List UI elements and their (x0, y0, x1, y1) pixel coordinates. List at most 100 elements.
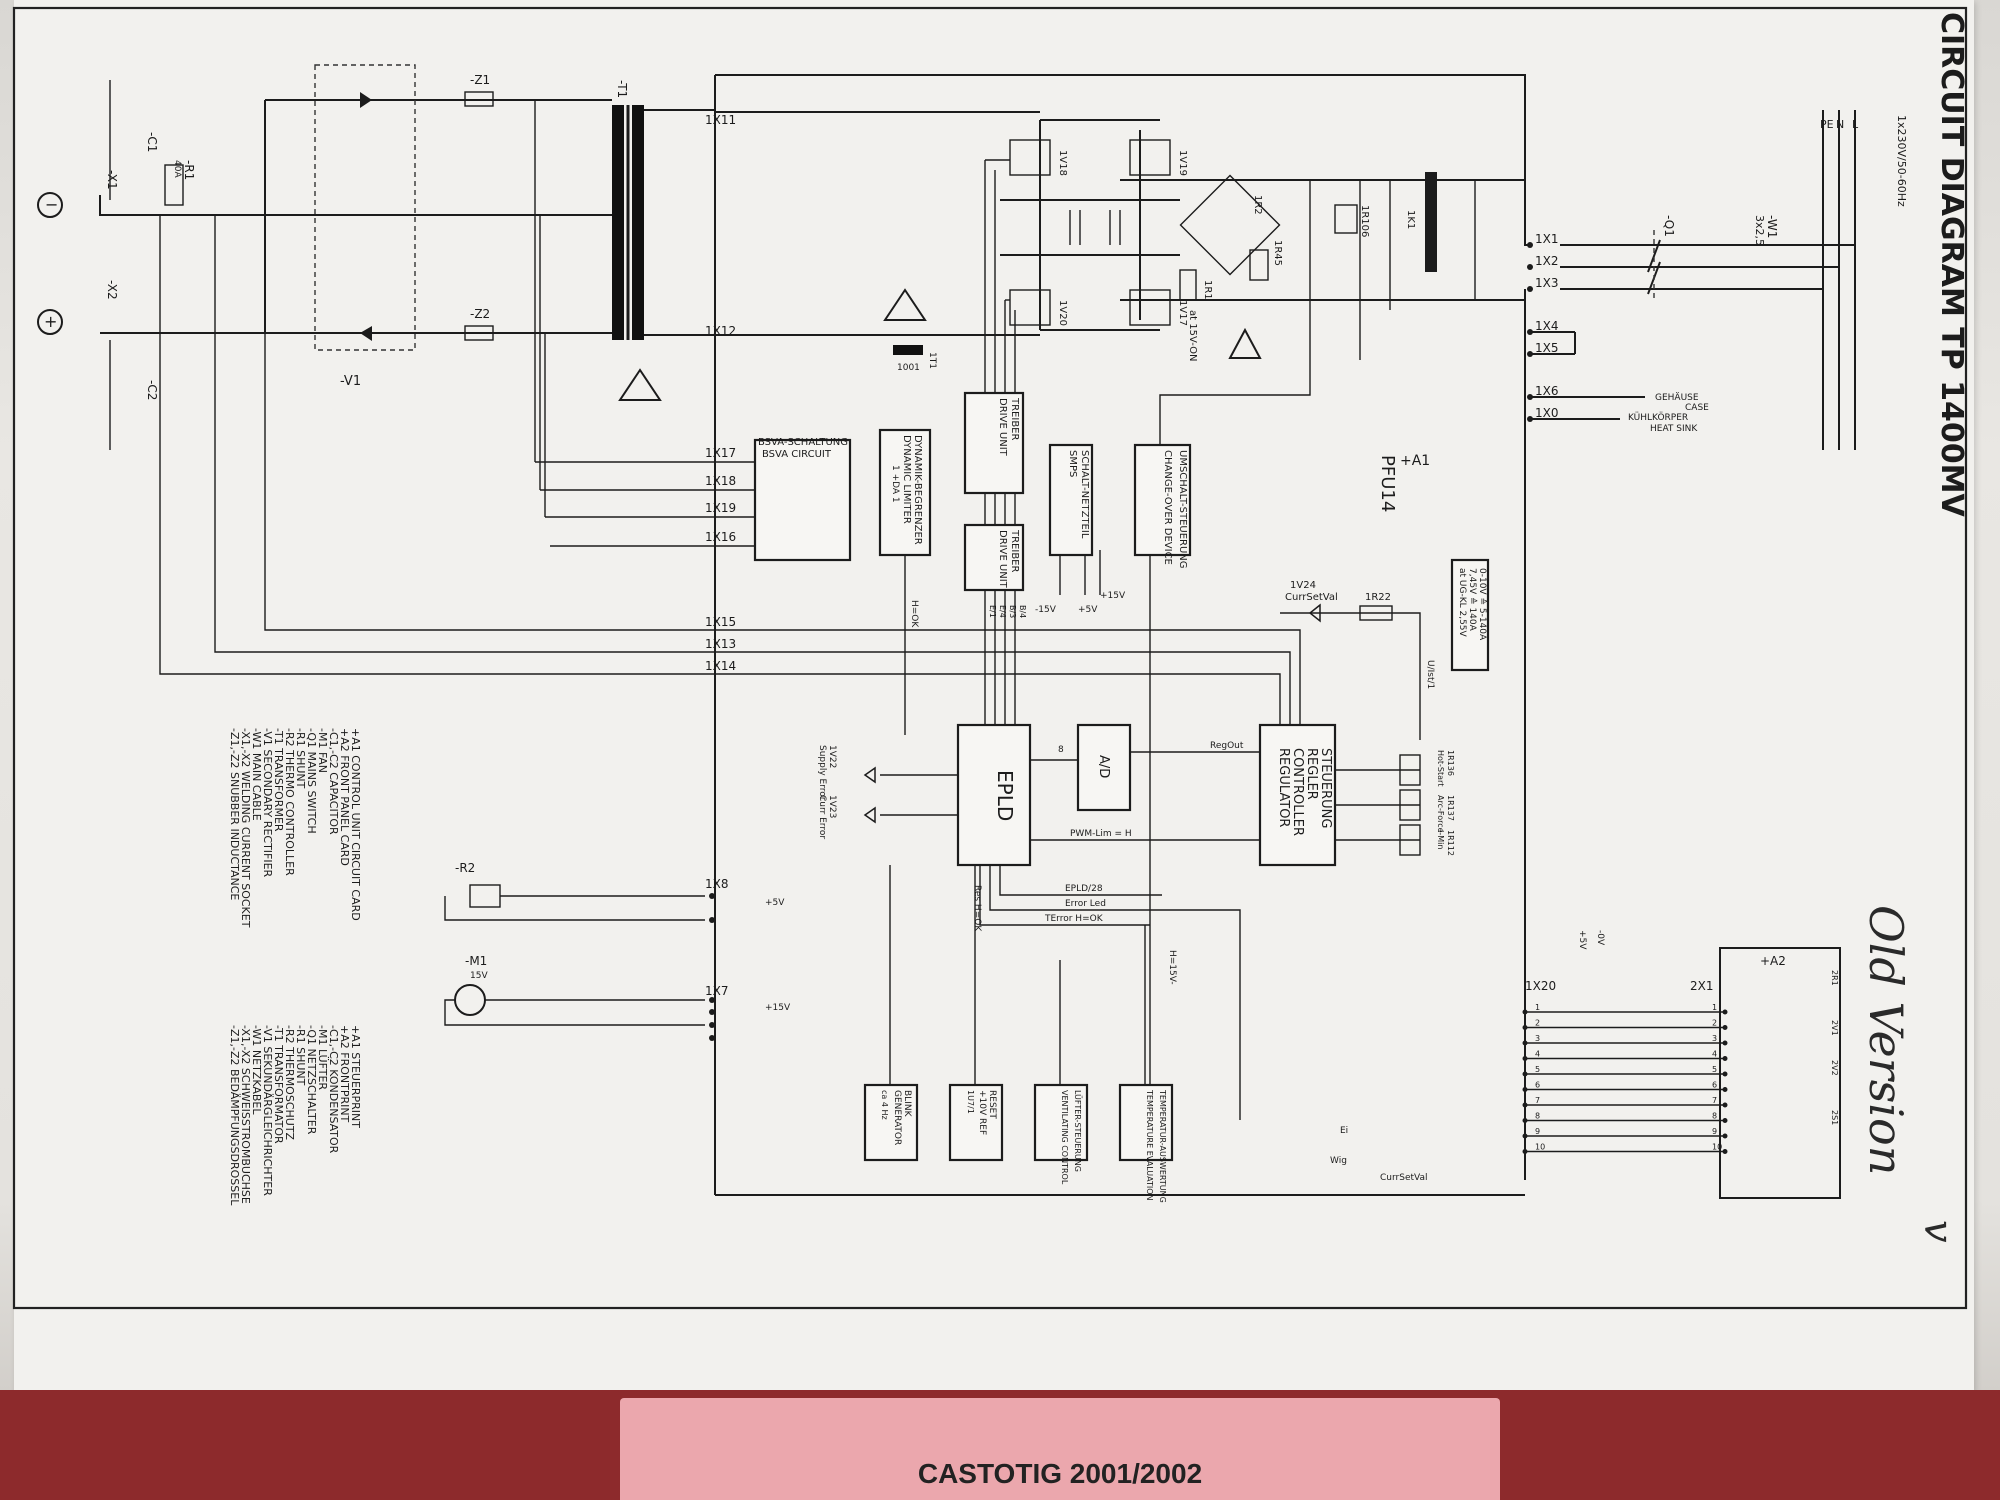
socket-x2-plus-icon[interactable] (37, 309, 63, 335)
on-15v-label: at 15V-ON (1187, 310, 1198, 361)
blink-label-en: GENERATOR (892, 1090, 902, 1145)
a2-item-2r1: 2R1 (1830, 970, 1839, 986)
blink-label-de: BLINK (902, 1090, 912, 1118)
warning-triangle-icon (618, 368, 662, 401)
led-icon (863, 766, 876, 784)
pin-dot (1522, 1025, 1528, 1030)
fan-control-block (1033, 1083, 1089, 1162)
cap-c2-label: -C2 (145, 380, 159, 400)
connector-group-x1: 1X1 1X2 1X3 1X4 1X5 1X6 1X0 (1527, 232, 1559, 422)
socket-x1-label: -X1 (105, 170, 119, 190)
supply-p5: +5V (1078, 605, 1098, 615)
legend-item: +A1 STEUERPRINT (349, 1025, 362, 1128)
pin-label-1x20: 3 (1535, 1034, 1540, 1043)
led-icon (863, 806, 876, 824)
legend-item: -V1 SECONDARY RECTIFIER (261, 728, 274, 878)
snubber-z1 (464, 91, 494, 107)
umschalt-label-en: CHANGE-OVER DEVICE (1162, 450, 1173, 565)
drv-sig-b3: B/3 (1008, 605, 1017, 618)
a1-label: +A1 (1400, 453, 1430, 469)
pfc-range-3: at UG-KL 2,55V (1457, 568, 1467, 638)
umschalt-label-de: UMSCHALT-STEUERUNG (1177, 450, 1188, 569)
drv-sig-e4: E/4 (998, 605, 1007, 618)
fan-ctrl-label-de: LÜFTER-STEUERUNG (1073, 1090, 1083, 1172)
shunt-label: -R1 (182, 160, 196, 180)
pin-label-1x20: 8 (1535, 1112, 1540, 1121)
legend-item: -W1 NETZKABEL (250, 1025, 263, 1115)
pin-dot (1722, 1133, 1728, 1139)
mains-cable-label: -W1 (1765, 215, 1779, 238)
driver-unit-1-block (963, 391, 1025, 495)
wire-to-x1 (99, 195, 160, 216)
conn-1x6: 1X6 (1535, 384, 1559, 398)
legend-item: +A1 CONTROL UNIT CIRCUIT CARD (349, 728, 362, 921)
pot-1r137: 1R137 (1446, 795, 1455, 821)
res-hok-signal: Res H=OK (972, 885, 982, 932)
legend-item: -Q1 NETZSCHALTER (305, 1025, 318, 1135)
small-transformer-1t1 (893, 345, 923, 355)
switch-blade-1 (1647, 239, 1661, 273)
pin-dot (1522, 1056, 1528, 1061)
socket-x1-minus-icon[interactable] (37, 192, 63, 218)
legend-item: -V1 SEKUNDÄRGLEICHRICHTER (261, 1025, 274, 1196)
conn-1x19: 1X19 (705, 501, 736, 515)
mains-cable-spec: 3x2,5 (1753, 215, 1766, 246)
transformer-core-secondary (632, 105, 644, 340)
ctrl-label-de2: REGLER (1304, 748, 1319, 800)
legend-item: -M1 LÜFTER (316, 1025, 329, 1090)
pin-dot (1522, 1009, 1528, 1015)
igbt-1v17: 1V17 (1177, 300, 1188, 326)
pin-dot (1722, 1118, 1728, 1123)
pin-dot (1522, 1118, 1528, 1123)
case-label-en: CASE (1685, 403, 1709, 413)
r-label-1r45: 1R45 (1272, 240, 1283, 266)
conn-1x5: 1X5 (1535, 341, 1559, 355)
conn-1x1: 1X1 (1535, 232, 1559, 246)
conn-1x13: 1X13 (705, 637, 736, 651)
reset-ref-block (948, 1083, 1004, 1162)
wire-epld28 (999, 865, 1162, 896)
wig-signal: Wig (1330, 1156, 1347, 1166)
fan-voltage: 15V (470, 971, 488, 981)
conn-1x11: 1X11 (705, 113, 736, 127)
legend-item: -T1 TRANSFORMER (272, 728, 285, 832)
led-1v23: 1V23 (827, 795, 837, 818)
terror-signal: TError H=OK (1044, 914, 1104, 924)
conn-1x8: 1X8 (705, 877, 729, 891)
blink-generator-block (863, 1083, 919, 1162)
legend-item: -X1,-X2 SCHWEISSTROMBUCHSE (239, 1025, 252, 1204)
pfc-range-box (1450, 558, 1490, 672)
wire-1x15 (264, 333, 1301, 730)
pot-1r136-label: Hot-Start (1436, 750, 1445, 786)
ref-label: +10V REF (977, 1090, 987, 1135)
page-title: CIRCUIT DIAGRAM TP 1400MV (1934, 12, 1969, 517)
pin-label-2x1: 7 (1712, 1096, 1717, 1105)
connector-pins-1x8-1x7 (709, 893, 715, 1041)
r-label-1r106: 1R106 (1359, 205, 1370, 237)
led-1v24: 1V24 (1290, 580, 1316, 591)
legend-item: -W1 MAIN CABLE (250, 728, 263, 821)
wire-1x13 (214, 215, 1291, 730)
fan-m1-icon (454, 984, 486, 1016)
pin-dot (1722, 1025, 1728, 1030)
ctrl-label-en1: CONTROLLER (1290, 748, 1305, 836)
potentiometers (1335, 754, 1421, 856)
ntc-1r106 (1334, 204, 1358, 234)
led-1v22: 1V22 (827, 745, 837, 768)
temp-label-de: TEMPERATUR-AUSWERTUNG (1158, 1089, 1167, 1203)
bsva-circuit-block (753, 438, 852, 562)
led-1v24-label: CurrSetVal (1285, 592, 1338, 603)
conn-1x4: 1X4 (1535, 319, 1559, 333)
snubber-z2-label: -Z2 (470, 307, 490, 321)
pfc-choke-core (1425, 172, 1437, 272)
snubber-z2 (464, 325, 494, 341)
legend-item: -R2 THERMO CONTROLLER (283, 728, 296, 876)
a1-board-name: PFU14 (1377, 455, 1398, 512)
blink-sub: ca 4 Hz (880, 1090, 889, 1120)
pin-dot (1722, 1071, 1728, 1077)
legend-item: -Q1 MAINS SWITCH (305, 728, 318, 834)
folder-tab: CASTOTIG 2001/2002 (620, 1398, 1500, 1500)
conn-2x1: 2X1 (1690, 979, 1714, 993)
t1-small-value: 1001 (897, 363, 920, 373)
